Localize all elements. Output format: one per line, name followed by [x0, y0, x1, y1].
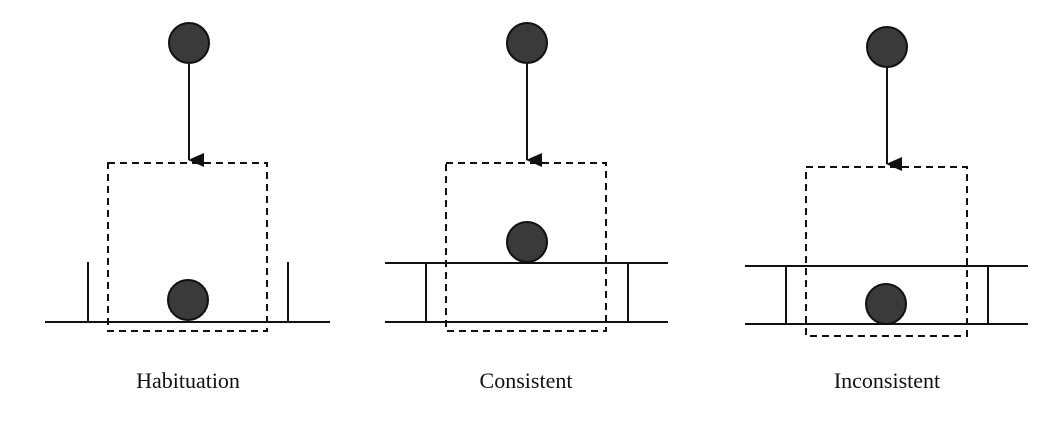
panel-consistent	[385, 22, 668, 332]
falling-ball	[866, 26, 908, 68]
screen-outline	[107, 162, 268, 332]
falling-ball	[506, 22, 548, 64]
panel-habituation	[45, 22, 330, 332]
resting-ball	[167, 279, 209, 321]
caption-habituation: Habituation	[136, 368, 240, 393]
caption-consistent: Consistent	[479, 368, 573, 393]
falling-ball	[168, 22, 210, 64]
screen-outline	[805, 166, 968, 337]
caption-inconsistent: Inconsistent	[833, 368, 941, 393]
resting-ball	[865, 283, 907, 325]
resting-ball	[506, 221, 548, 263]
panel-inconsistent	[745, 26, 1028, 337]
screen-outline	[445, 162, 607, 332]
